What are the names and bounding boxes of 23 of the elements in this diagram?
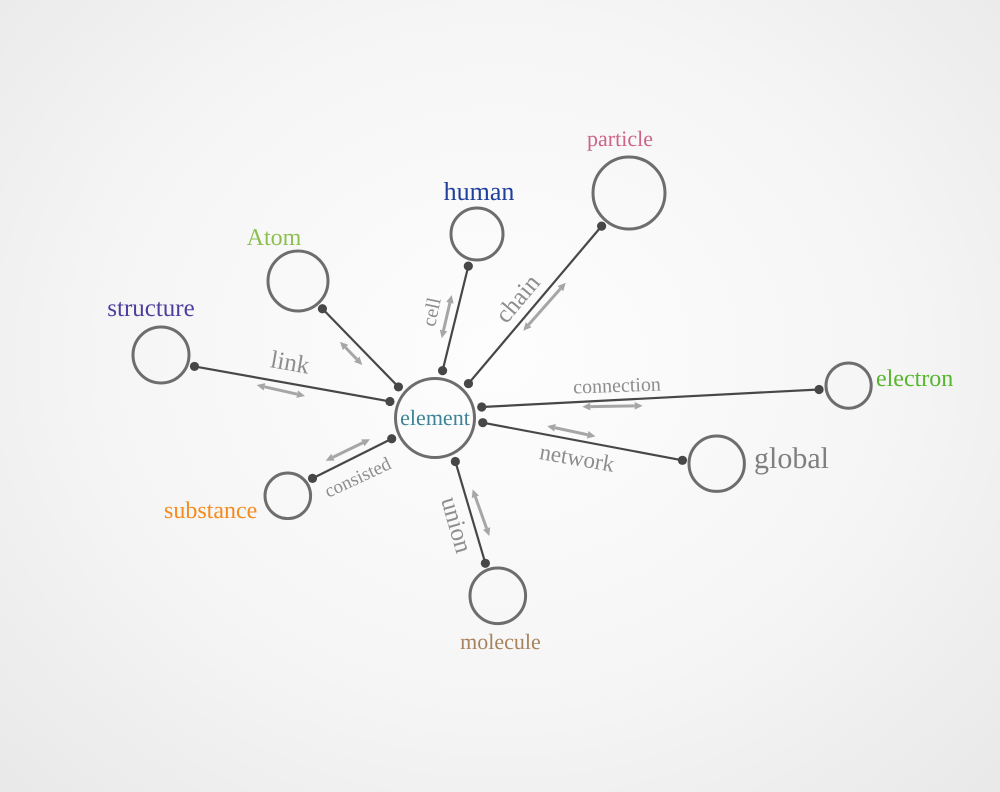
connector-line xyxy=(464,222,606,388)
edge-label: union xyxy=(436,494,476,556)
connector-line xyxy=(308,434,396,483)
connector-line xyxy=(438,262,473,376)
connector-line xyxy=(190,362,395,406)
edge-label: connection xyxy=(572,374,662,398)
edge-label: network xyxy=(538,440,616,476)
connector-line xyxy=(478,418,688,465)
node-label: electron xyxy=(876,366,954,391)
node-label: global xyxy=(754,444,829,474)
edge-label: link xyxy=(268,347,312,379)
edge-label: cell xyxy=(419,296,445,328)
node-label: human xyxy=(444,179,514,206)
connector-line xyxy=(318,304,404,392)
node-label: element xyxy=(400,407,470,429)
concept-circle xyxy=(394,377,476,459)
node-label: structure xyxy=(107,296,195,322)
connector-line xyxy=(450,456,490,568)
node-label: molecule xyxy=(460,630,541,653)
connector-line xyxy=(477,384,824,412)
node-label: Atom xyxy=(246,226,302,250)
node-label: particle xyxy=(587,128,653,150)
node-label: substance xyxy=(164,498,258,523)
